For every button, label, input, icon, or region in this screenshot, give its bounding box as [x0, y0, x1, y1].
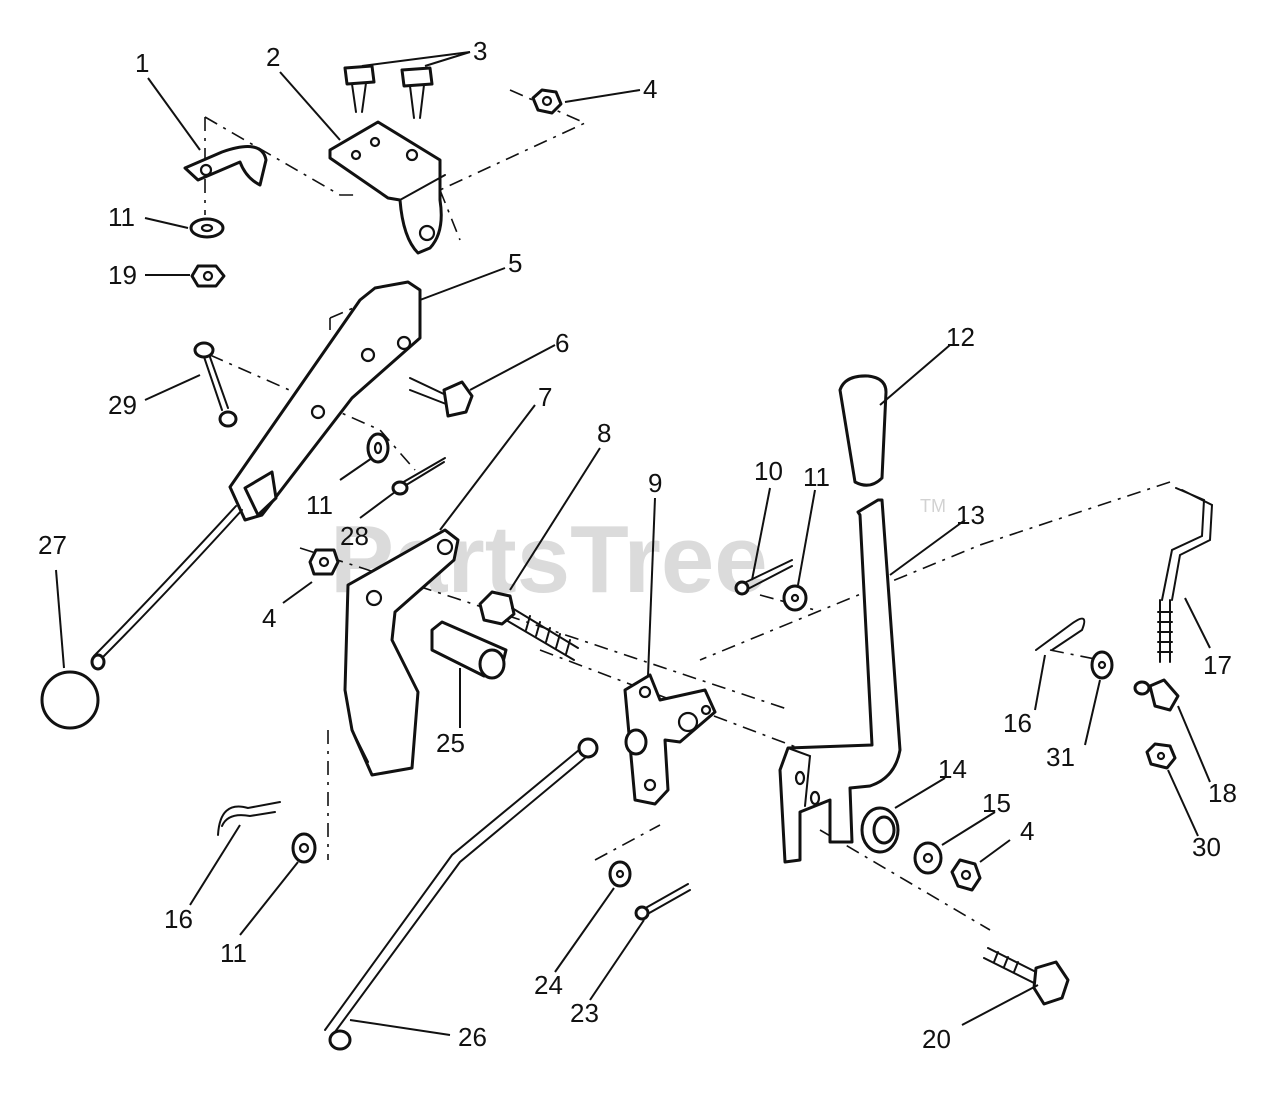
cable	[90, 505, 243, 671]
callout-28: 28	[340, 521, 369, 551]
callout-5: 5	[508, 248, 522, 278]
callout-19: 19	[108, 260, 137, 290]
callout-16-a: 16	[1003, 708, 1032, 738]
part-10-pin	[734, 559, 793, 596]
callout-26: 26	[458, 1022, 487, 1052]
part-7-plate	[343, 528, 460, 777]
part-11-washer-b	[366, 432, 390, 464]
callout-11-a: 11	[108, 202, 135, 232]
part-5-lever	[228, 280, 422, 522]
part-14-bushing	[860, 806, 900, 854]
callout-2: 2	[266, 42, 280, 72]
part-16-clip-a	[1035, 617, 1086, 651]
part-3-bolts	[343, 64, 434, 119]
part-8-bolt	[478, 590, 579, 661]
callout-31: 31	[1046, 742, 1075, 772]
callout-24: 24	[534, 970, 563, 1000]
part-9-bracket	[623, 673, 717, 806]
part-26-rod	[324, 737, 599, 1051]
callout-4-right: 4	[1020, 816, 1034, 846]
callout-11-b: 11	[306, 490, 333, 520]
part-1-clip	[183, 145, 268, 187]
part-27-knob	[40, 670, 100, 730]
callout-25: 25	[436, 728, 465, 758]
callout-labels: 1 2 3 4 11 19 5 6 29 7 8 11 28 27 4 9 10…	[38, 36, 1237, 1054]
callout-27: 27	[38, 530, 67, 560]
callout-17: 17	[1203, 650, 1232, 680]
callout-14: 14	[938, 754, 967, 784]
callout-3: 3	[473, 36, 487, 66]
callout-18: 18	[1208, 778, 1237, 808]
part-6-bolt	[409, 377, 474, 418]
callout-30: 30	[1192, 832, 1221, 862]
part-23-pin	[634, 883, 691, 921]
callout-4-top: 4	[643, 74, 657, 104]
callout-10: 10	[754, 456, 783, 486]
callout-15: 15	[982, 788, 1011, 818]
callout-11-d: 11	[220, 938, 247, 968]
callout-16-b: 16	[164, 904, 193, 934]
part-16-clip-b	[217, 801, 281, 836]
part-4-nut-right	[950, 858, 982, 892]
callout-1: 1	[135, 48, 149, 78]
part-25-sleeve	[430, 620, 508, 680]
part-31-washer	[1090, 650, 1114, 680]
part-4-nut-mid	[308, 548, 340, 576]
part-19-nut	[190, 264, 226, 288]
part-11-washer-c	[782, 584, 808, 612]
part-4-nut-top	[531, 88, 563, 115]
part-11-washer-d	[291, 832, 317, 864]
part-29-link	[193, 341, 238, 428]
part-24-washer	[608, 860, 632, 888]
leader-lines	[55, 51, 1211, 1036]
callout-9: 9	[648, 468, 662, 498]
part-2-bracket	[328, 120, 446, 255]
part-18-swivel	[1133, 678, 1180, 712]
watermark-trademark: TM	[920, 496, 946, 516]
part-20-bolt	[983, 947, 1070, 1006]
callout-4-mid: 4	[262, 603, 276, 633]
callout-29: 29	[108, 390, 137, 420]
callout-11-c: 11	[803, 462, 830, 492]
callout-8: 8	[597, 418, 611, 448]
part-15-washer	[913, 841, 943, 875]
callout-23: 23	[570, 998, 599, 1028]
part-17-rod	[1157, 487, 1214, 663]
callout-13: 13	[956, 500, 985, 530]
part-30-nut	[1145, 742, 1177, 770]
part-11-washer-a	[189, 217, 225, 239]
callout-7: 7	[538, 382, 552, 412]
callout-20: 20	[922, 1024, 951, 1054]
callout-6: 6	[555, 328, 569, 358]
callout-12: 12	[946, 322, 975, 352]
part-13-handle	[778, 498, 902, 864]
part-28-pin	[391, 457, 446, 496]
part-12-grip	[838, 374, 888, 487]
